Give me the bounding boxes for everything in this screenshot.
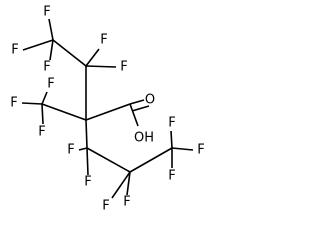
atom-f-4: F bbox=[100, 33, 107, 48]
bond-c3-c6 bbox=[85, 119, 88, 149]
bond-c6-f-down bbox=[86, 147, 89, 176]
bond-c1-f-bottom bbox=[49, 39, 54, 61]
bond-c2-f-right bbox=[85, 65, 117, 68]
bond-c1-c2 bbox=[52, 39, 87, 67]
bond-c5-o-double-b bbox=[131, 105, 150, 112]
atom-hydroxyl: OH bbox=[134, 131, 154, 146]
bond-c4-f-upper bbox=[41, 91, 48, 105]
bond-c7-f-left bbox=[111, 171, 131, 199]
bond-c2-f-upper bbox=[85, 48, 100, 67]
bond-c6-f-left bbox=[78, 147, 88, 151]
atom-f-12: F bbox=[168, 169, 175, 184]
atom-f-3: F bbox=[43, 60, 50, 75]
bond-c4-f-left bbox=[21, 102, 43, 105]
chemical-structure: F F F F F F F F O OH F F F F F F F bbox=[10, 5, 204, 214]
bond-c1-f-top bbox=[48, 18, 54, 41]
bond-c8-f-top bbox=[170, 130, 173, 149]
bond-c7-f-down bbox=[126, 171, 131, 196]
atom-f-10: F bbox=[168, 116, 175, 131]
bond-c5-o-double-a bbox=[129, 99, 145, 105]
atom-f-7: F bbox=[10, 96, 17, 111]
atom-f-13: F bbox=[84, 175, 91, 190]
atom-f-2: F bbox=[11, 43, 18, 58]
bond-c6-c7 bbox=[86, 147, 131, 173]
atom-labels: F F F F F F F F O OH F F F F F F F bbox=[10, 5, 204, 214]
bond-c4-f-lower bbox=[41, 103, 44, 125]
atom-f-15: F bbox=[123, 195, 130, 210]
atom-f-1: F bbox=[43, 5, 50, 20]
atom-f-11: F bbox=[197, 143, 204, 158]
atom-carbonyl-oxygen: O bbox=[145, 93, 155, 108]
bond-c5-oh bbox=[129, 103, 139, 127]
atom-f-8: F bbox=[38, 125, 45, 140]
bonds bbox=[21, 18, 194, 199]
atom-f-14: F bbox=[102, 199, 109, 214]
bond-c8-f-right bbox=[171, 147, 194, 151]
bond-c3-c5 bbox=[85, 103, 131, 121]
atom-f-9: F bbox=[67, 143, 74, 158]
atom-f-6: F bbox=[47, 77, 54, 92]
bond-c1-f-left bbox=[22, 39, 54, 51]
atom-f-5: F bbox=[120, 60, 127, 75]
bond-c7-c8 bbox=[129, 147, 173, 173]
bond-c3-c4 bbox=[41, 103, 87, 121]
